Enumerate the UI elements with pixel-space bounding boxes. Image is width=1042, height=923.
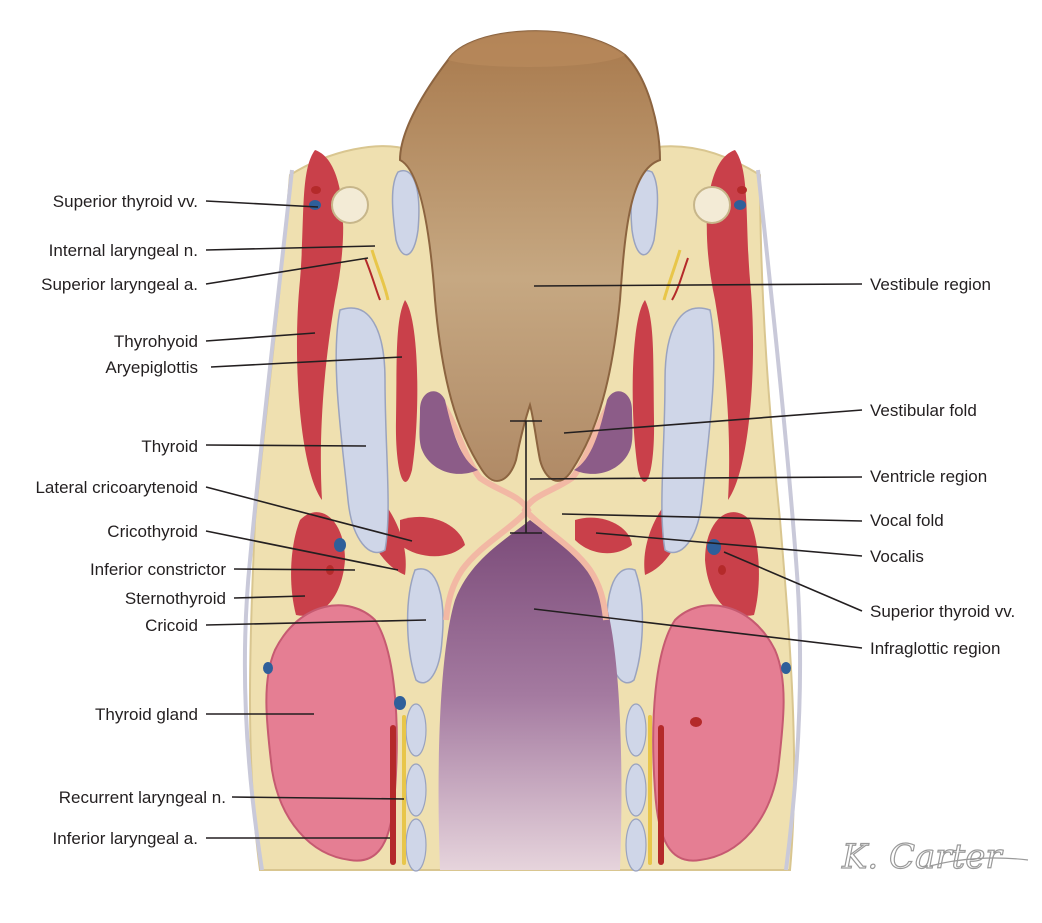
muscle-thyrohyoid-left [296, 150, 344, 500]
muscle-thyrohyoid-right [706, 150, 754, 500]
leader-vestibule-region [533, 283, 863, 287]
muscle-aryepiglottis-left [395, 300, 418, 482]
leader-superior-laryngeal-a [205, 257, 369, 285]
label-superior-thyroid-vv-right: Superior thyroid vv. [870, 602, 1015, 621]
leader-superior-thyroid-vv-right [723, 551, 863, 612]
label-thyrohyoid: Thyrohyoid [114, 332, 198, 351]
label-inferior-laryngeal-a: Inferior laryngeal a. [52, 829, 198, 848]
leader-lines [205, 200, 863, 839]
ventricle-right [574, 391, 633, 474]
label-lateral-cricoarytenoid: Lateral cricoarytenoid [35, 478, 198, 497]
labels-left: Superior thyroid vv. Internal laryngeal … [35, 192, 226, 848]
label-internal-laryngeal-n: Internal laryngeal n. [49, 241, 198, 260]
leader-sternothyroid [233, 595, 306, 599]
leader-recurrent-laryngeal-n [231, 796, 405, 800]
infraglottic-cavity [438, 520, 622, 870]
label-sternothyroid: Sternothyroid [125, 589, 226, 608]
leader-vocal-fold [561, 513, 863, 522]
leader-vestibular-fold [563, 409, 863, 434]
leader-internal-laryngeal-n [205, 245, 376, 251]
label-vestibule-region: Vestibule region [870, 275, 991, 294]
leader-aryepiglottis [210, 356, 403, 368]
epiglottis-cartilage-left [391, 169, 420, 256]
epiglottis-tip [448, 31, 625, 67]
ventricle-left [419, 391, 478, 474]
thyroid-cartilage-right [661, 307, 715, 554]
label-cricothyroid: Cricothyroid [107, 522, 198, 541]
label-thyroid-gland: Thyroid gland [95, 705, 198, 724]
signature-text: K. Carter [841, 837, 1003, 877]
cricoid-left [406, 568, 444, 684]
epiglottis [398, 30, 662, 482]
label-inferior-constrictor: Inferior constrictor [90, 560, 226, 579]
labels-right: Vestibule region Vestibular fold Ventric… [870, 275, 1015, 658]
leader-cricothyroid [205, 530, 399, 571]
label-recurrent-laryngeal-n: Recurrent laryngeal n. [59, 788, 226, 807]
label-vocalis: Vocalis [870, 547, 924, 566]
signature: K. Carter [840, 836, 1029, 878]
label-ventricle-region: Ventricle region [870, 467, 987, 486]
leader-inferior-constrictor [233, 568, 356, 571]
label-vestibular-fold: Vestibular fold [870, 401, 977, 420]
leader-lateral-cricoarytenoid [205, 486, 413, 542]
leader-cricoid [205, 619, 427, 626]
vessels-left [263, 186, 406, 865]
label-vocal-fold: Vocal fold [870, 511, 944, 530]
muscle-sternothyroid-right [705, 512, 759, 616]
region-bracket [510, 420, 542, 534]
fascia-right [756, 169, 803, 871]
muscle-aryepiglottis-right [632, 300, 655, 482]
mucosa-right [521, 398, 615, 621]
muscle-sternothyroid-left [291, 512, 345, 616]
label-infraglottic-region: Infraglottic region [870, 639, 1000, 658]
leader-vocalis [595, 532, 863, 557]
label-thyroid: Thyroid [141, 437, 198, 456]
leader-infraglottic-region [533, 608, 863, 649]
fascia-left [242, 169, 294, 871]
signature-underline [929, 857, 1029, 867]
label-superior-thyroid-vv-left: Superior thyroid vv. [53, 192, 198, 211]
muscle-lateral-cricoarytenoid-left [400, 516, 465, 557]
leader-thyroid [205, 444, 367, 447]
label-aryepiglottis: Aryepiglottis [105, 358, 198, 377]
hyoid-right [693, 186, 731, 224]
thyroid-cartilage-left [335, 307, 389, 554]
muscle-vocalis-right [575, 517, 632, 554]
hyoid-left [331, 186, 369, 224]
leader-thyrohyoid [205, 332, 316, 342]
leader-ventricle-region [529, 476, 863, 480]
label-superior-laryngeal-a: Superior laryngeal a. [41, 275, 198, 294]
leader-superior-thyroid-vv-left [205, 200, 319, 208]
label-cricoid: Cricoid [145, 616, 198, 635]
illustration [242, 30, 803, 872]
